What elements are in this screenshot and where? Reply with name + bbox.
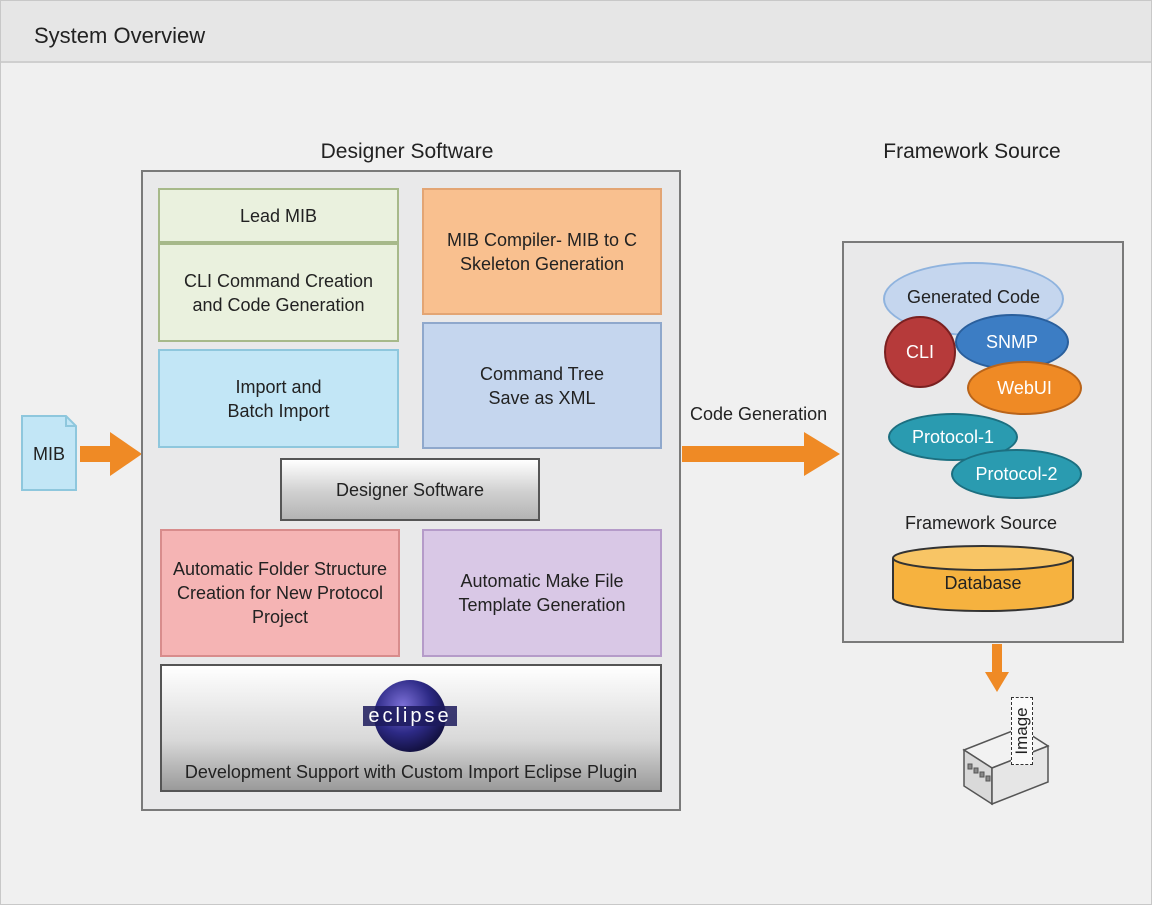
command-tree-line1: Command Tree [479,363,605,384]
mib-file-icon [20,414,78,492]
title-bar: System Overview [1,1,1151,63]
image-tag: Image [1011,697,1033,765]
cli-creation-line1: CLI Command Creation [183,270,374,291]
framework-source-label: Framework Source [905,513,1058,533]
designer-software-button: Designer Software [280,458,540,521]
cli-creation-box: CLI Command Creation and Code Generation [158,243,399,342]
snmp-label: SNMP [985,331,1038,352]
cli-label: CLI [905,341,934,362]
mib-file-label: MIB [33,444,66,464]
eclipse-plugin-caption: Development Support with Custom Import E… [184,762,638,782]
import-line1: Import and [235,376,322,397]
database-label: Database [944,573,1022,593]
eclipse-plugin-box: eclipse Development Support with Custom … [160,664,662,792]
folder-structure-line2: Creation for New Protocol [176,583,384,603]
make-file-box: Automatic Make File Template Generation [422,529,662,657]
database-icon [891,544,1075,614]
cli-creation-line2: and Code Generation [192,294,365,315]
folder-structure-line1: Automatic Folder Structure [172,559,388,579]
input-arrow [80,432,142,476]
folder-structure-box: Automatic Folder Structure Creation for … [160,529,400,657]
lead-mib-label: Lead MIB [239,205,318,226]
generated-code-label: Generated Code [906,287,1041,307]
make-file-line2: Template Generation [458,595,626,615]
folder-structure-line3: Project [251,607,309,627]
code-generation-label: Code Generation [690,404,828,424]
mib-compiler-box: MIB Compiler- MIB to C Skeleton Generati… [422,188,662,315]
cli-circle: CLI [884,316,956,388]
snmp-ellipse: SNMP [955,314,1069,370]
designer-heading: Designer Software [320,140,494,163]
command-tree-box: Command Tree Save as XML [422,322,662,449]
framework-heading: Framework Source [883,140,1061,163]
image-tag-label: Image [1012,707,1031,755]
mib-compiler-line2: Skeleton Generation [459,253,625,274]
protocol1-label: Protocol-1 [911,426,995,447]
import-box: Import and Batch Import [158,349,399,448]
lead-mib-box: Lead MIB [158,188,399,243]
make-file-line1: Automatic Make File [460,571,624,591]
webui-label: WebUI [997,377,1052,398]
protocol2-label: Protocol-2 [975,463,1058,484]
import-line2: Batch Import [227,400,330,421]
page-title: System Overview [34,23,206,48]
protocol2-ellipse: Protocol-2 [951,449,1082,499]
command-tree-line2: Save as XML [488,387,596,408]
device-icon [960,720,1052,806]
designer-software-button-label: Designer Software [335,479,485,500]
code-generation-arrow [682,432,840,476]
mib-compiler-line1: MIB Compiler- MIB to C [446,229,638,250]
eclipse-logo [363,678,457,754]
webui-ellipse: WebUI [967,361,1082,415]
eclipse-logo-text: eclipse [368,705,452,727]
output-arrow [985,644,1009,692]
